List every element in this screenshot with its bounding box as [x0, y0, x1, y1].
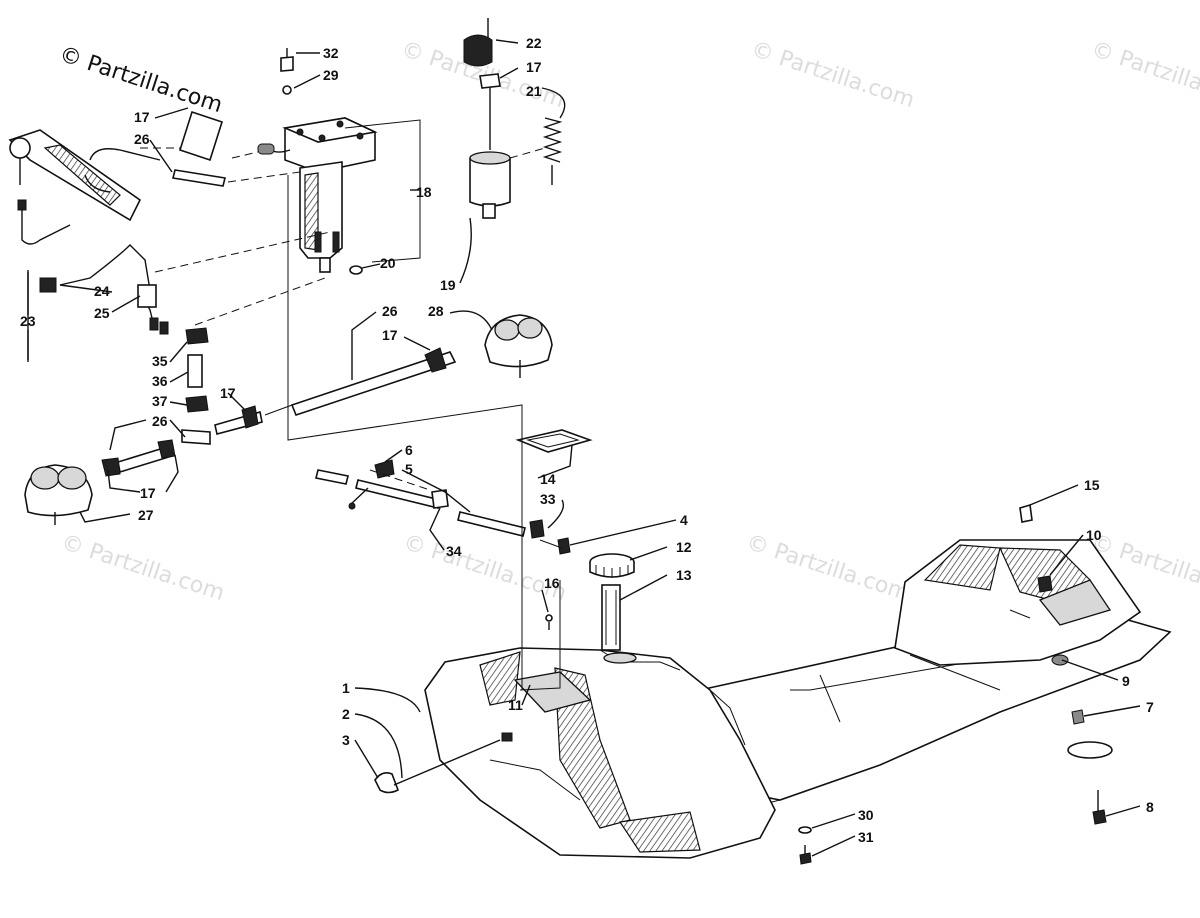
- callout-27: 27: [138, 507, 154, 523]
- fuel-level-sender[interactable]: [484, 314, 553, 378]
- callout-37: 37: [152, 393, 168, 409]
- callout-26: 26: [382, 303, 398, 319]
- callout-28: 28: [428, 303, 444, 319]
- gasket[interactable]: [515, 429, 593, 453]
- callout-5: 5: [405, 461, 413, 477]
- callout-29: 29: [323, 67, 339, 83]
- callout-17: 17: [382, 327, 398, 343]
- callout-26: 26: [134, 131, 150, 147]
- fuel-pump-assembly[interactable]: [257, 117, 378, 273]
- fuel-rail[interactable]: [8, 129, 161, 245]
- callout-17: 17: [220, 385, 236, 401]
- watermark-text: © Partzilla.com: [748, 37, 917, 113]
- callout-30: 30: [858, 807, 874, 823]
- callout-11: 11: [508, 697, 523, 713]
- callout-19: 19: [440, 277, 456, 293]
- callout-7: 7: [1146, 699, 1154, 715]
- callout-17: 17: [134, 109, 150, 125]
- callout-35: 35: [152, 353, 168, 369]
- fuel-filter[interactable]: [463, 18, 511, 219]
- callout-24: 24: [94, 283, 110, 299]
- callout-1: 1: [342, 680, 350, 696]
- fuel-hose-fittings[interactable]: [101, 327, 263, 477]
- spring[interactable]: [542, 117, 563, 185]
- fuel-level-sender-left[interactable]: [24, 464, 93, 525]
- callout-6: 6: [405, 442, 413, 458]
- watermark-text: © Partzilla.com: [743, 530, 912, 606]
- small-hardware[interactable]: [280, 48, 1113, 865]
- partzilla-watermark: © Partzilla.com: [56, 42, 225, 118]
- callout-4: 4: [680, 512, 688, 528]
- callout-33: 33: [540, 491, 556, 507]
- callout-22: 22: [526, 35, 542, 51]
- callout-2: 2: [342, 706, 350, 722]
- callout-34: 34: [446, 543, 462, 559]
- callout-numbers: 32 29 22 17 21 17 26 18 20 19 28 24 25 2…: [20, 35, 1154, 845]
- watermark-text: © Partzilla.com: [1088, 37, 1200, 113]
- callout-14: 14: [540, 471, 556, 487]
- callout-16: 16: [544, 575, 560, 591]
- callout-26: 26: [152, 413, 168, 429]
- callout-8: 8: [1146, 799, 1154, 815]
- leader-lines: [27, 39, 1141, 857]
- callout-21: 21: [526, 83, 542, 99]
- callout-20: 20: [380, 255, 396, 271]
- callout-17: 17: [526, 59, 542, 75]
- callout-3: 3: [342, 732, 350, 748]
- fuel-hose[interactable]: [172, 110, 226, 187]
- vent-tubes[interactable]: [315, 459, 571, 555]
- watermark-text: © Partzilla.com: [58, 530, 227, 606]
- callout-31: 31: [858, 829, 874, 845]
- filler-neck[interactable]: [601, 584, 621, 651]
- callout-23: 23: [20, 313, 36, 329]
- callout-15: 15: [1084, 477, 1100, 493]
- callout-32: 32: [323, 45, 339, 61]
- fuel-line[interactable]: [290, 347, 457, 416]
- callout-18: 18: [416, 184, 432, 200]
- callout-17: 17: [140, 485, 156, 501]
- fuel-cap[interactable]: [589, 553, 635, 578]
- callout-12: 12: [676, 539, 692, 555]
- callout-25: 25: [94, 305, 110, 321]
- callout-36: 36: [152, 373, 168, 389]
- callout-13: 13: [676, 567, 692, 583]
- callout-9: 9: [1122, 673, 1130, 689]
- wiring-harness[interactable]: [27, 244, 169, 360]
- callout-10: 10: [1086, 527, 1102, 543]
